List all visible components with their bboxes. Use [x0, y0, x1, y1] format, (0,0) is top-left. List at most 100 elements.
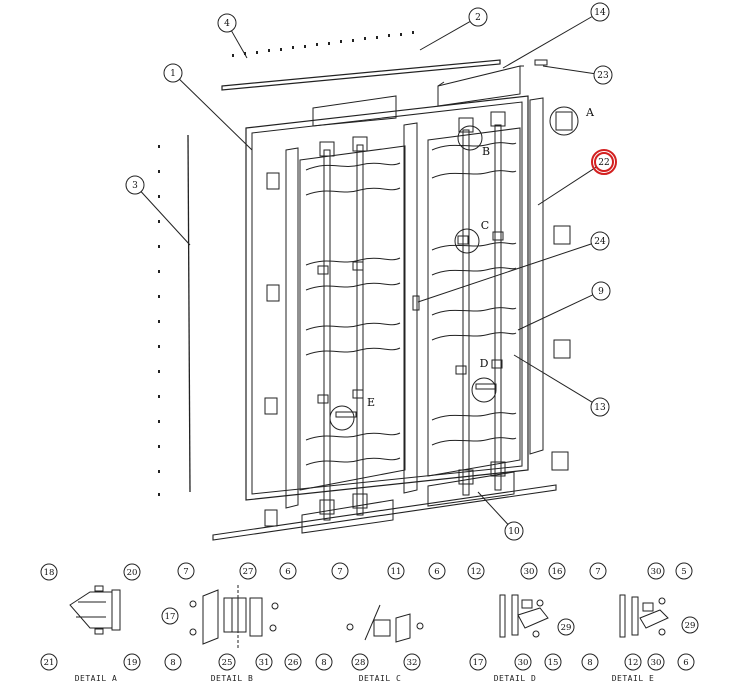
- callout-label: 30: [518, 658, 529, 668]
- detail-b-drawing: [189, 585, 279, 648]
- callout-label: 7: [595, 567, 600, 577]
- door-assembly: [158, 31, 579, 541]
- callout-label: 29: [561, 623, 572, 633]
- callout-circle: [520, 562, 538, 580]
- callout-circle: [218, 653, 236, 671]
- detail-circles: [329, 106, 579, 431]
- bottom-sill: [212, 484, 557, 541]
- leader-line-23: [542, 65, 595, 75]
- callout-circle: [40, 563, 58, 581]
- leader-line-9: [517, 294, 594, 331]
- callout-label: 15: [548, 658, 559, 668]
- detail-callout-8: 8: [581, 653, 599, 671]
- leader-line-13: [513, 354, 593, 403]
- callout-label: 2: [475, 13, 481, 23]
- callout-23: 23: [593, 65, 613, 85]
- callout-circle: [590, 2, 610, 22]
- callout-label: 10: [508, 527, 520, 537]
- callout-9: 9: [591, 281, 611, 301]
- callout-label: 30: [651, 658, 662, 668]
- detail-caption: DETAIL D: [494, 674, 537, 683]
- leader-line-14: [502, 16, 593, 69]
- callout-circle: [504, 521, 524, 541]
- detail-tag-b: B: [482, 145, 490, 158]
- detail-callout-7: 7: [331, 562, 349, 580]
- detail-callout-6: 6: [428, 562, 446, 580]
- detail-callout-7: 7: [589, 562, 607, 580]
- leader-line-22: [537, 166, 597, 206]
- callout-circle: [681, 616, 699, 634]
- callout-circle: [589, 562, 607, 580]
- callout-circle: [163, 63, 183, 83]
- leader-line-3: [140, 191, 191, 246]
- callout-10: 10: [504, 521, 524, 541]
- leader-line-4: [231, 30, 248, 59]
- left-door: [299, 145, 406, 491]
- detail-callout-26: 26: [284, 653, 302, 671]
- callout-circle: [647, 653, 665, 671]
- callout-circle: [279, 562, 297, 580]
- detail-tag-d: D: [480, 357, 489, 370]
- callout-label: 24: [594, 237, 606, 247]
- locking-bars: [317, 111, 506, 521]
- callout-circle: [590, 397, 610, 417]
- detail-callout-5: 5: [675, 562, 693, 580]
- detail-callout-7: 7: [177, 562, 195, 580]
- callout-label: 22: [598, 158, 609, 168]
- callout-circle: [387, 562, 405, 580]
- callout-circle: [161, 607, 179, 625]
- detail-caption: DETAIL C: [359, 674, 402, 683]
- detail-a-drawing: [69, 585, 121, 635]
- detail-tag-e: E: [367, 396, 375, 409]
- detail-callout-29: 29: [681, 616, 699, 634]
- callout-label: 17: [165, 612, 176, 622]
- callout-label: 12: [628, 658, 639, 668]
- callout-label: 18: [44, 568, 55, 578]
- detail-callout-19: 19: [123, 653, 141, 671]
- detail-callout-31: 31: [255, 653, 273, 671]
- callout-label: 27: [243, 567, 254, 577]
- detail-callout-30: 30: [520, 562, 538, 580]
- callout-label: 6: [683, 658, 688, 668]
- detail-d-drawing: [499, 594, 549, 638]
- detail-callout-12: 12: [624, 653, 642, 671]
- leader-line-24: [417, 243, 592, 303]
- callout-label: 3: [132, 181, 138, 191]
- callout-circle: [125, 175, 145, 195]
- detail-caption: DETAIL B: [211, 674, 254, 683]
- callout-circle: [123, 653, 141, 671]
- leader-line-2: [419, 21, 471, 51]
- callout-circle: [647, 562, 665, 580]
- callout-circle: [40, 653, 58, 671]
- detail-callout-15: 15: [544, 653, 562, 671]
- detail-callout-16: 16: [548, 562, 566, 580]
- callout-label: 26: [288, 658, 299, 668]
- detail-caption: DETAIL A: [75, 674, 118, 683]
- callout-1: 1: [163, 63, 183, 83]
- callout-label: 25: [222, 658, 233, 668]
- callout-circle: [177, 562, 195, 580]
- door-posts: [285, 97, 544, 509]
- callout-label: 30: [651, 567, 662, 577]
- callout-circle: [284, 653, 302, 671]
- callout-label: 4: [224, 19, 230, 29]
- right-door: [427, 127, 521, 477]
- detail-callout-6: 6: [279, 562, 297, 580]
- rivet-row-top: [232, 31, 414, 57]
- callout-label: 17: [473, 658, 484, 668]
- callout-circle: [594, 152, 614, 172]
- callout-label: 6: [434, 567, 439, 577]
- callout-label: 23: [597, 71, 609, 81]
- callout-circle: [677, 653, 695, 671]
- callout-circle: [331, 562, 349, 580]
- detail-callout-17: 17: [469, 653, 487, 671]
- detail-callout-18: 18: [40, 563, 58, 581]
- callout-label: 30: [524, 567, 535, 577]
- leader-line-1: [179, 78, 253, 151]
